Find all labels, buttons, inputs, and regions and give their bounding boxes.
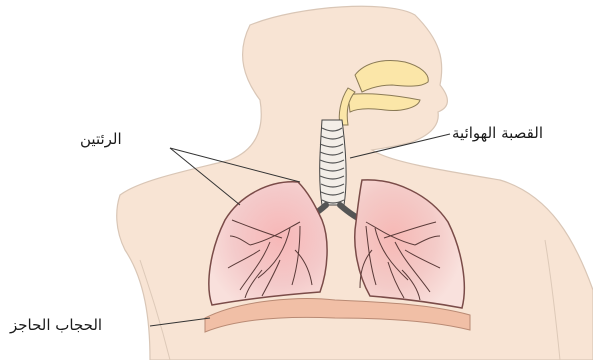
trachea-label: القصبة الهوائية: [452, 124, 543, 142]
lungs-label: الرئتين: [80, 130, 122, 148]
diaphragm-label: الحجاب الحاجز: [10, 316, 102, 334]
trachea: [320, 120, 346, 205]
